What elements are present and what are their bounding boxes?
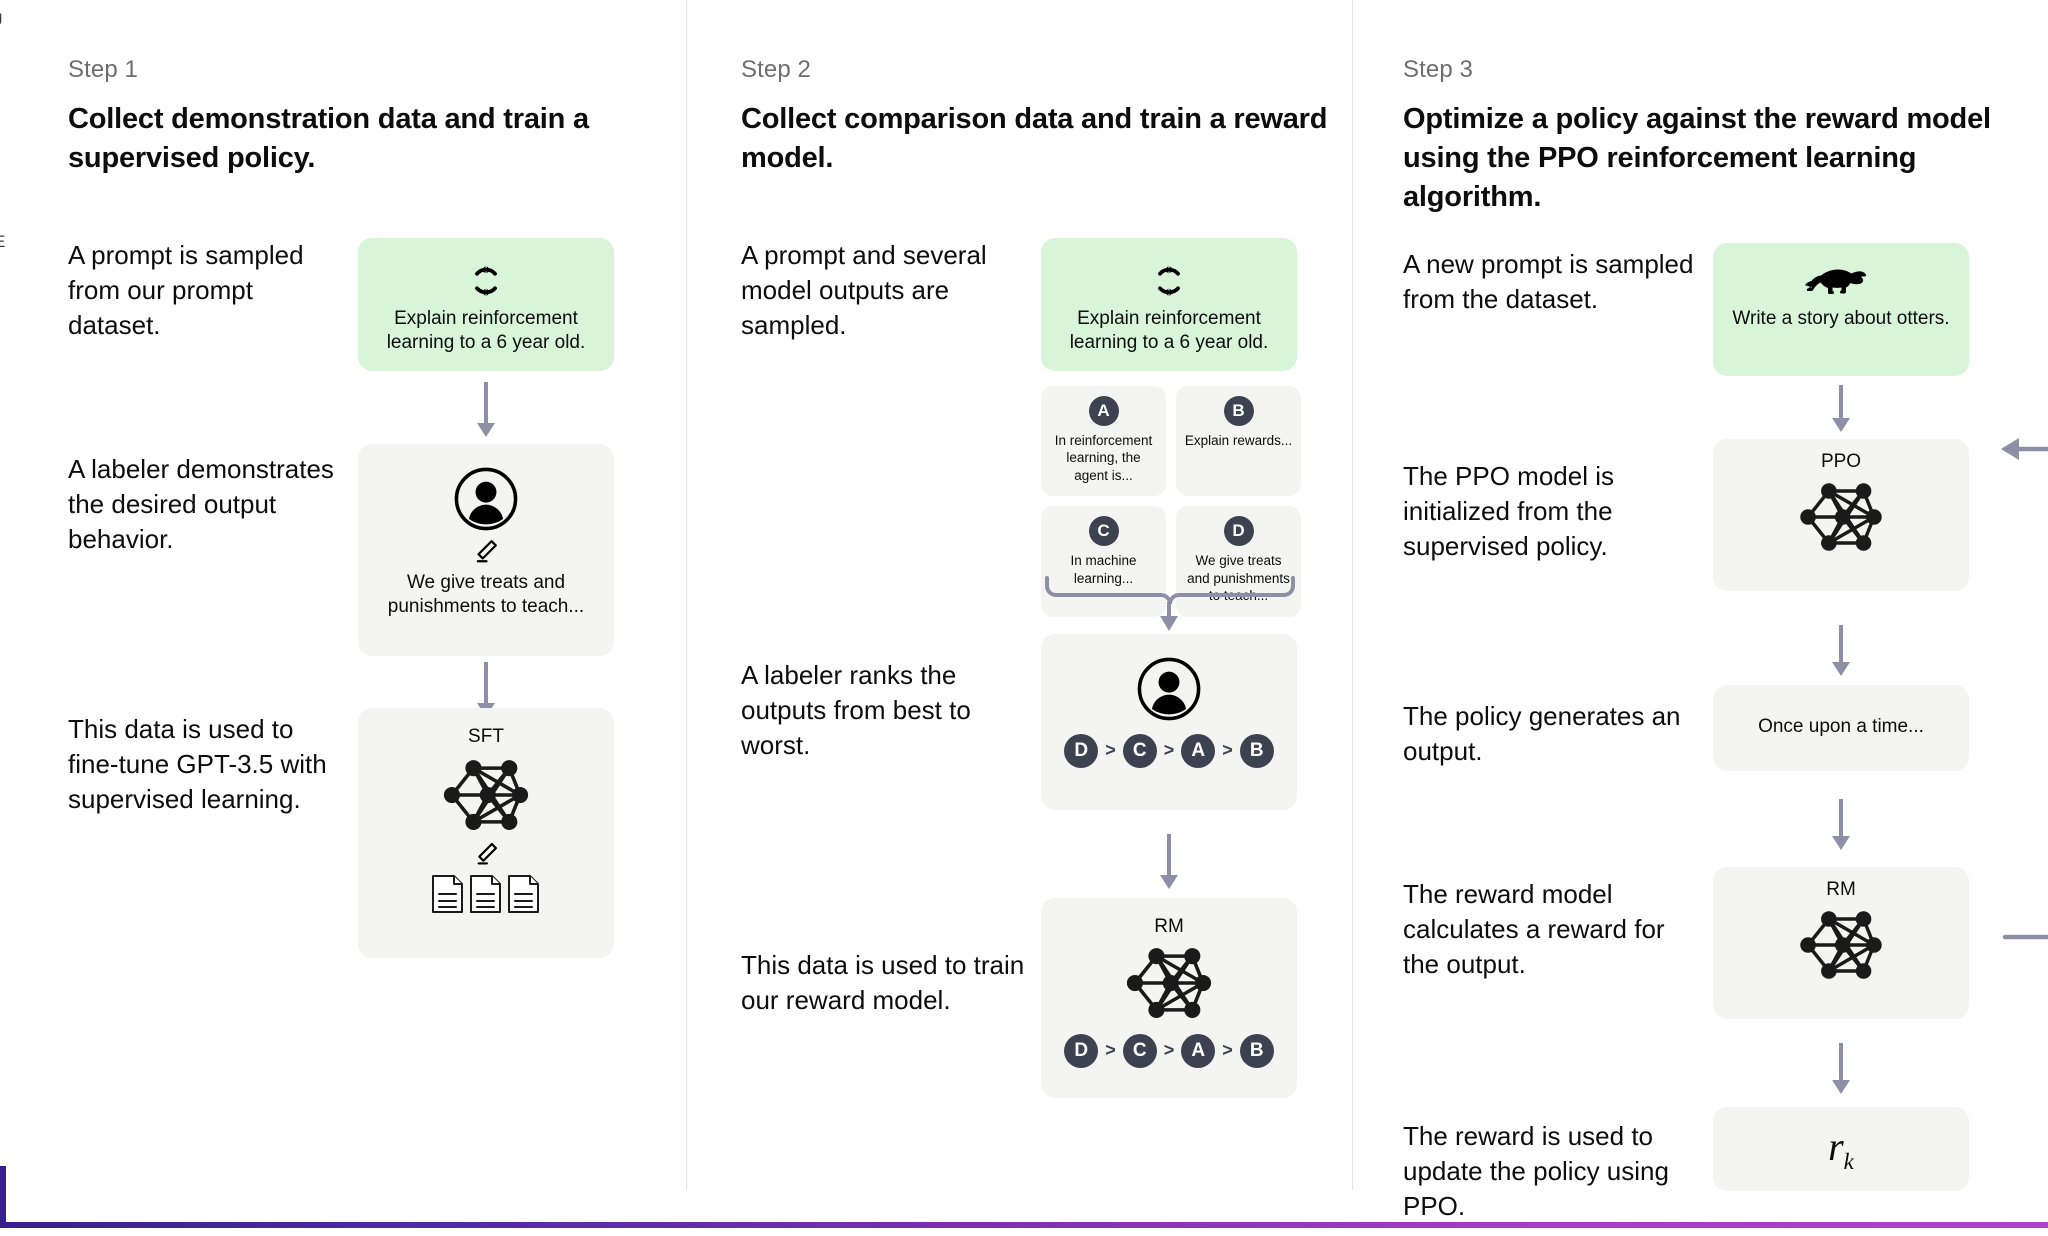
rm-card[interactable]: RM [1713, 866, 1969, 1019]
neural-network-icon [1713, 475, 1969, 559]
neural-network-icon [1041, 940, 1297, 1026]
rank-badge: A [1181, 1033, 1216, 1068]
rank-separator: > [1163, 1040, 1175, 1061]
rank-badge: D [1064, 1033, 1099, 1068]
person-circle-icon [358, 466, 614, 532]
otter-icon [1713, 265, 1969, 299]
output-card-c[interactable]: C In machine learning... [1041, 506, 1166, 617]
step-2-title: Collect comparison data and train a rewa… [741, 103, 1328, 174]
flow-arrow [1839, 1042, 1843, 1081]
rank-separator: > [1163, 740, 1175, 761]
step-2-eyebrow: Step 2 [741, 56, 811, 83]
ranking-order: D > C > A > B [1041, 733, 1297, 768]
rank-separator: > [1105, 1040, 1116, 1061]
rank-badge: B [1239, 733, 1274, 768]
flow-arrow [1839, 624, 1843, 663]
step-2-description-1: A prompt and several model outputs are s… [741, 239, 987, 341]
documents-icon [358, 873, 614, 915]
person-circle-icon [1041, 656, 1297, 722]
step-3-description-1: A new prompt is sampled from the dataset… [1403, 248, 1694, 314]
labeler-card[interactable]: We give treats and punishments to teach.… [358, 443, 614, 656]
rank-badge: C [1122, 733, 1157, 768]
pencil-icon [358, 840, 614, 867]
sft-card-title: SFT [468, 725, 504, 747]
clipped-edge-text: J E t l . - [0, 0, 10, 1190]
output-card-text: Once upon a time... [1758, 716, 1924, 738]
rm-card[interactable]: RM [1041, 897, 1297, 1098]
ppo-card[interactable]: PPO [1713, 438, 1969, 591]
step-2-description-2: A labeler ranks the outputs from best to… [741, 659, 971, 761]
feedback-loop-arrow [2001, 437, 2048, 939]
output-card-b[interactable]: B Explain rewards... [1176, 385, 1301, 497]
neural-network-icon [358, 752, 614, 838]
step-1-description-1: A prompt is sampled from our prompt data… [68, 239, 304, 341]
rank-separator: > [1222, 1040, 1233, 1061]
step-1-eyebrow: Step 1 [68, 56, 138, 83]
output-badge: C [1088, 516, 1119, 547]
edge-fragment: E [0, 232, 5, 252]
step-3-eyebrow: Step 3 [1403, 56, 1473, 83]
neural-network-icon [1713, 903, 1969, 987]
rank-badge: A [1181, 733, 1216, 768]
step-1-description-2: A labeler demonstrates the desired outpu… [68, 453, 334, 555]
cycle-arrows-icon [358, 262, 614, 300]
prompt-card[interactable]: Explain reinforcement learning to a 6 ye… [358, 237, 614, 371]
prompt-card-text: Explain reinforcement learning to a 6 ye… [386, 307, 586, 354]
flow-arrow [1839, 798, 1843, 837]
rm-card-title: RM [1154, 915, 1184, 937]
merge-brace-icon [1045, 575, 1295, 631]
output-card-a[interactable]: A In reinforcement learning, the agent i… [1041, 385, 1166, 497]
output-text: In machine learning... [1070, 553, 1137, 586]
step-3-description-3: The policy generates an output. [1403, 700, 1681, 766]
step-3-description-4: The reward model calculates a reward for… [1403, 878, 1665, 980]
rank-badge: B [1239, 1033, 1274, 1068]
rank-badge: C [1122, 1033, 1157, 1068]
rank-separator: > [1222, 740, 1233, 761]
step-3-title: Optimize a policy against the reward mod… [1403, 103, 1991, 213]
prompt-card[interactable]: Explain reinforcement learning to a 6 ye… [1041, 237, 1297, 371]
output-badge: D [1223, 516, 1254, 547]
flow-arrow [484, 661, 488, 704]
prompt-card[interactable]: Write a story about otters. [1713, 242, 1969, 376]
reward-symbol-subscript: k [1843, 1148, 1854, 1174]
output-badge: B [1223, 395, 1254, 426]
ppo-card-title: PPO [1820, 450, 1862, 472]
sft-card[interactable]: SFT [358, 707, 614, 958]
prompt-card-text: Write a story about otters. [1732, 307, 1950, 329]
cycle-arrows-icon [1041, 262, 1297, 300]
ranking-order: D > C > A > B [1041, 1033, 1297, 1068]
reward-card[interactable]: rk [1713, 1106, 1969, 1191]
step-1-title: Collect demonstration data and train a s… [68, 103, 589, 174]
model-outputs-grid: A In reinforcement learning, the agent i… [1041, 385, 1301, 617]
step-2-column: Step 2 Collect comparison data and train… [686, 0, 1352, 1190]
output-badge: A [1088, 395, 1119, 426]
step-1-description-3: This data is used to fine-tune GPT-3.5 w… [68, 713, 327, 815]
output-text: Explain rewards... [1184, 432, 1293, 448]
step-2-description-3: This data is used to train our reward mo… [741, 949, 1025, 1016]
output-card-d[interactable]: D We give treats and punishments to teac… [1176, 506, 1301, 617]
prompt-card-text: Explain reinforcement learning to a 6 ye… [1069, 307, 1269, 354]
output-text: In reinforcement learning, the agent is.… [1054, 432, 1153, 483]
page-bottom-rule [0, 1222, 2048, 1228]
rank-badge: D [1064, 733, 1099, 768]
pencil-icon [358, 537, 614, 565]
flow-arrow [1839, 384, 1843, 419]
flow-arrow [484, 381, 488, 424]
output-card[interactable]: Once upon a time... [1713, 684, 1969, 771]
step-3-description-2: The PPO model is initialized from the su… [1403, 460, 1614, 562]
flow-arrow [1167, 833, 1171, 876]
reward-symbol-base: r [1828, 1123, 1844, 1169]
step-3-column: Step 3 Optimize a policy against the rew… [1352, 0, 2048, 1221]
edge-fragment: J [0, 10, 3, 30]
rm-card-title: RM [1826, 878, 1856, 900]
page-left-edge [0, 1166, 6, 1228]
step-3-description-5: The reward is used to update the policy … [1403, 1120, 1669, 1222]
ranking-card[interactable]: D > C > A > B [1041, 633, 1297, 810]
rank-separator: > [1105, 740, 1116, 761]
step-1-column: Step 1 Collect demonstration data and tr… [0, 0, 686, 1190]
labeler-card-text: We give treats and punishments to teach.… [387, 571, 585, 618]
reward-symbol: rk [1828, 1123, 1854, 1175]
